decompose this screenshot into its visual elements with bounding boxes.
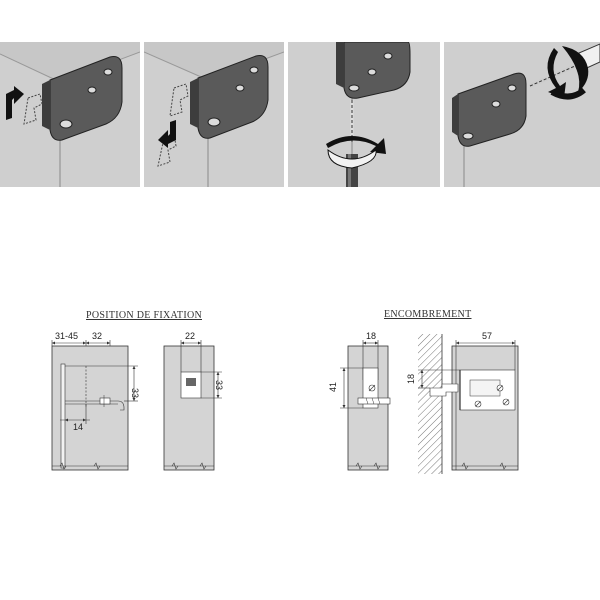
bracket-icon: [452, 72, 527, 147]
bracket-icon: [42, 56, 123, 141]
step-1-illustration: [0, 42, 140, 187]
dim-offset: 32: [92, 331, 102, 341]
encombrement-title: ENCOMBREMENT: [384, 309, 472, 320]
bracket-icon: [190, 55, 269, 139]
step-4-illustration: [452, 43, 600, 187]
dim-height-a-right: 41: [328, 382, 338, 392]
dim-height-b-right: 18: [406, 374, 416, 384]
step-panel-3: [288, 42, 440, 187]
dim-width-b: 22: [185, 331, 195, 341]
clearance-front-view: 18 41: [328, 331, 391, 471]
dim-width-b-right: 57: [482, 331, 492, 341]
arrow-down-icon: [158, 120, 176, 148]
fixing-side-view: 22 33: [163, 331, 224, 471]
bracket-icon: [336, 42, 411, 99]
position-title: POSITION DE FIXATION: [86, 310, 202, 321]
rotate-arrow-icon: [326, 136, 386, 169]
screwdriver-icon: [529, 43, 600, 88]
step-2-illustration: [144, 42, 284, 187]
dim-height-a: 33: [130, 388, 140, 398]
step-panel-2: [144, 42, 284, 187]
technical-drawings: 31-45 32 14 33 22 33: [51, 331, 519, 474]
clip-outline-icon: [23, 93, 43, 125]
fixing-front-view: 31-45 32 14 33: [51, 331, 140, 471]
step-panel-1: [0, 42, 140, 187]
dim-depth: 14: [73, 422, 83, 432]
dim-height-b: 33: [214, 380, 224, 390]
step-panel-4: [444, 42, 600, 187]
dim-width-a: 18: [366, 331, 376, 341]
clearance-side-view: 57 18: [406, 331, 519, 474]
rotate-arrow-icon: [547, 46, 589, 100]
arrow-up-icon: [6, 86, 24, 120]
dim-range: 31-45: [55, 331, 78, 341]
step-3-illustration: [326, 42, 411, 187]
